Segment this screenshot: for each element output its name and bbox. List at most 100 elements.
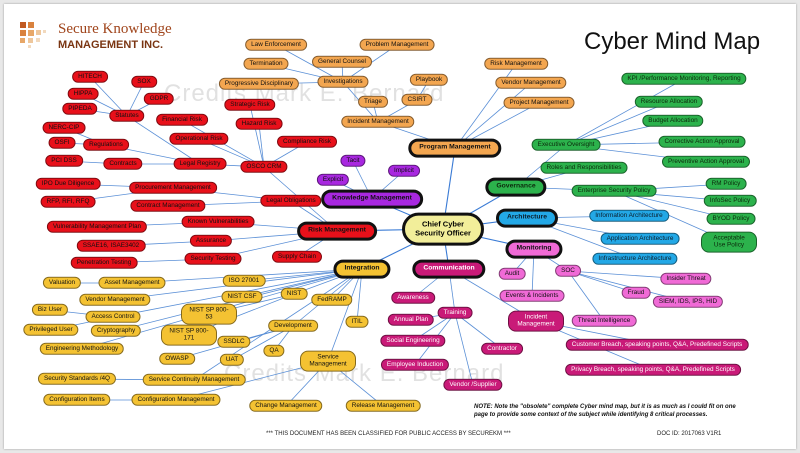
node-riskmgmt2: Risk Management (484, 57, 548, 71)
classification-banner: *** THIS DOCUMENT HAS BEEN CLASSIFIED FO… (266, 431, 511, 437)
node-progdisc: Progressive Disciplinary (218, 77, 300, 91)
node-governance: Governance (485, 177, 547, 197)
node-crypto: Cryptography (90, 324, 142, 338)
node-itil: ITIL (345, 315, 369, 329)
node-vendorsupplier: Vendor /Supplier (443, 378, 503, 392)
node-oscro: OSCO CRM (240, 160, 288, 174)
node-csirt: CSIRT (401, 93, 433, 107)
node-privuser: Privileged User (23, 323, 79, 337)
node-soc: SOC (555, 264, 581, 278)
node-sox: SOX (131, 75, 157, 89)
node-fedramp: FedRAMP (311, 293, 353, 307)
node-sectesting: Security Testing (184, 252, 242, 266)
node-termination: Termination (243, 57, 289, 71)
node-annualplan: Annual Plan (387, 313, 435, 327)
node-servicemgmt: Service Management (300, 350, 356, 372)
node-changemgmt: Change Management (249, 399, 323, 413)
node-preventive: Preventive Action Approval (661, 155, 751, 169)
node-awareness: Awareness (391, 291, 435, 305)
node-nist80053: NIST SP 800-53 (181, 303, 237, 325)
node-monitoring: Monitoring (505, 239, 563, 259)
node-gdpr: GDPR (143, 92, 175, 106)
node-knownvuln: Known Vulnerabilities (181, 215, 255, 229)
link-integration-servicemgmt (327, 268, 363, 362)
node-vulnplan: Vulnerability Management Plan (46, 220, 148, 234)
node-playbook: Playbook (409, 73, 449, 87)
node-privbreach: Privacy Breach, speaking points, Q&A, Pr… (565, 363, 741, 377)
node-projectmgmt: Project Management (503, 96, 575, 110)
page-title: Cyber Mind Map (584, 28, 761, 55)
node-resource: Resource Allocation (634, 95, 704, 109)
node-gencounsel: General Counsel (312, 55, 372, 69)
node-hippa: HIPPA (67, 87, 99, 101)
node-insider: Insider Threat (660, 272, 712, 286)
link-execoversight-resource (565, 101, 670, 146)
node-development: Development (268, 319, 318, 333)
link-execoversight-kpi (565, 78, 685, 146)
node-infoarch: Information Architecture (589, 209, 669, 223)
mind-map-canvas: Secure Knowledge MANAGEMENT INC. Cyber M… (4, 4, 796, 449)
node-probmgmt: Problem Management (359, 38, 435, 52)
node-infraarch: Infrastructure Architecture (592, 252, 678, 266)
node-valuation: Valuation (42, 276, 82, 290)
company-name: Secure Knowledge (58, 21, 172, 37)
node-ssae: SSAE16, ISAE3402 (76, 239, 146, 253)
node-corrective: Corrective Action Approval (658, 135, 746, 149)
node-incidentmgmt2: Incident Management (508, 310, 564, 332)
node-procurement: Procurement Management (129, 181, 217, 195)
node-socialeng: Social Engineering (380, 334, 446, 348)
node-compliancerisk: Compliance Risk (277, 135, 337, 149)
link-statutes-hitech (89, 76, 128, 117)
node-integration: Integration (333, 259, 391, 279)
node-infosec: InfoSec Policy (703, 194, 757, 208)
logo-mark-icon (20, 22, 46, 48)
node-budget: Budget Allocation (642, 114, 704, 128)
node-statutes: Statutes (109, 109, 145, 123)
node-risk: Risk Management (297, 221, 377, 241)
node-iso: ISO 27001 (222, 274, 266, 288)
node-entpolicy: Enterprise Security Policy (571, 184, 657, 198)
node-secstd: Security Standards /4Q (37, 372, 117, 386)
node-hitech: HITECH (72, 70, 108, 84)
node-threatintel: Threat Intelligence (571, 314, 637, 328)
node-releasemgmt: Release Management (345, 399, 421, 413)
node-legalobl: Legal Obligations (260, 194, 322, 208)
company-name-suffix: MANAGEMENT INC. (58, 39, 164, 51)
node-rmpolicy: RM Policy (705, 177, 747, 191)
node-triage: Triage (358, 95, 388, 109)
node-rfp: RFP, RFI, RFQ (40, 195, 96, 209)
node-nist: NIST (280, 287, 308, 301)
node-supplychain: Supply Chain (271, 250, 323, 264)
node-vendormgmt: Vendor Management (495, 76, 567, 90)
node-pipeda: PIPEDA (62, 102, 98, 116)
node-incident: Incident Management (341, 115, 415, 129)
node-aup: Acceptable Use Policy (701, 231, 757, 253)
node-events: Events & Incidents (499, 289, 565, 303)
node-byod: BYOD Policy (706, 212, 756, 226)
node-configitems: Configuration Items (43, 393, 111, 407)
node-assetmgmt: Asset Management (98, 276, 166, 290)
node-training: Training (437, 306, 473, 320)
node-kpi: KPI /Performance Monitoring, Reporting (621, 72, 747, 86)
node-investigations: Investigations (317, 75, 369, 89)
node-bizuser: Biz User (31, 303, 69, 317)
node-accesscontrol: Access Control (85, 310, 141, 324)
node-audit: Audit (498, 267, 526, 281)
node-ipo: IPO Due Diligence (35, 177, 101, 191)
node-execoversight: Executive Oversight (531, 138, 601, 152)
node-osfi: OSFI (48, 136, 76, 150)
link-oscro-strategicrisk (249, 104, 265, 168)
footnote: NOTE: Note the "obsolete" complete Cyber… (474, 404, 736, 418)
watermark-text: Credits Mark E. Bernard (164, 80, 445, 107)
link-oscro-hazardrisk (258, 123, 265, 168)
node-tacit: Tacit (340, 154, 366, 168)
node-configmgmt: Configuration Management (131, 393, 221, 407)
node-servicecont: Service Continuity Management (142, 373, 246, 387)
node-explicit: Explicit (316, 173, 350, 187)
link-program-vendormgmt (454, 82, 532, 149)
node-qa: QA (263, 344, 285, 358)
node-strategicrisk: Strategic Risk (224, 98, 276, 112)
node-owasp: OWASP (159, 352, 195, 366)
node-roles: Roles and Responsibilities (540, 161, 628, 175)
node-contracts: Contracts (103, 157, 143, 171)
